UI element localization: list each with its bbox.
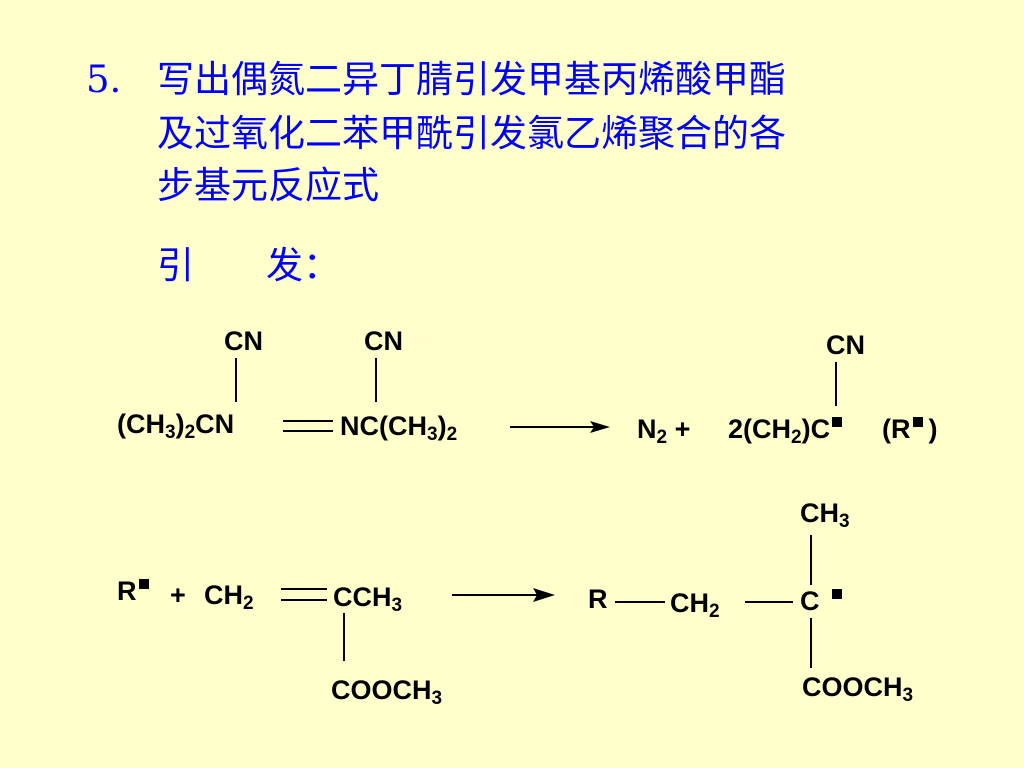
plus-sign: + — [170, 580, 186, 610]
nitrogen-product: N2 + — [637, 414, 691, 448]
arrow-1-head — [590, 421, 610, 433]
product-ester: COOCH3 — [802, 672, 914, 706]
cn-label-right: CN — [364, 326, 403, 356]
azo-left-group: (CH3)2CN — [117, 409, 235, 443]
monomer-cch3: CCH3 — [333, 582, 403, 616]
product-ch3: CH3 — [800, 498, 850, 532]
product-carbon: C — [800, 588, 842, 615]
question-line-3: 步基元反应式 — [157, 164, 379, 207]
monomer-ch2: CH2 — [204, 580, 254, 614]
question-line-2: 及过氧化二苯甲酰引发氯乙烯聚合的各 — [157, 112, 786, 155]
monomer-ester: COOCH3 — [331, 675, 443, 709]
arrow-2-head — [533, 588, 555, 602]
section-heading-part2: 发： — [266, 244, 340, 287]
radical-dot-icon — [138, 579, 149, 589]
radical-dot-icon — [912, 417, 923, 427]
question-number: 5. — [86, 58, 122, 101]
radical-dot-icon — [831, 589, 842, 599]
azo-right-group: NC(CH3)2 — [340, 411, 458, 445]
section-heading-part1: 引 — [157, 244, 194, 287]
cn-label-product: CN — [826, 330, 865, 360]
radical-product: 2(CH2)C — [728, 416, 843, 447]
cn-label-left: CN — [224, 326, 263, 356]
section-heading: 引 发： — [157, 240, 340, 291]
radical-r: R — [117, 578, 149, 605]
question-line-1: 写出偶氮二异丁腈引发甲基丙烯酸甲酯 — [157, 58, 786, 101]
radical-dot-icon — [832, 417, 843, 427]
product-ch2: CH2 — [670, 588, 720, 622]
radical-r-note: (R) — [882, 414, 938, 444]
product-r: R — [588, 584, 608, 614]
